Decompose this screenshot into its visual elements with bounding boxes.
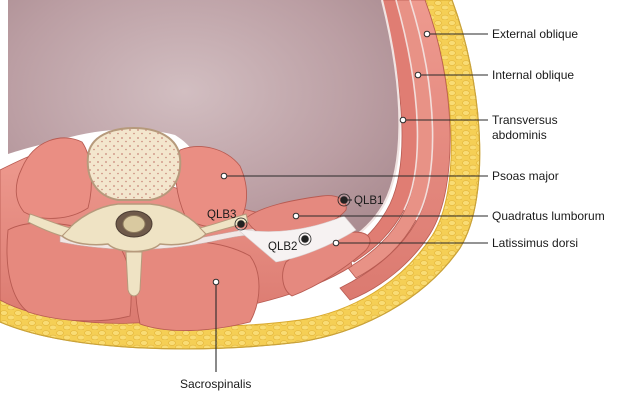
leader-dot-external-oblique [424,31,430,37]
label-transversus-line1: Transversus [492,113,558,127]
label-external-oblique: External oblique [492,27,578,41]
qlb3-label: QLB3 [207,209,236,221]
vertebral-body [88,128,181,200]
label-quadratus-lumborum: Quadratus lumborum [492,209,605,223]
label-transversus-line2: abdominis [492,128,547,142]
qlb1-label: QLB1 [354,195,383,207]
leader-dot-psoas [221,173,227,179]
spinous-process [126,252,142,296]
leader-dot-sacrospinalis [213,279,219,285]
label-psoas-major: Psoas major [492,169,559,183]
qlb2-label: QLB2 [268,241,297,253]
sacrospinalis-muscle-right [136,241,260,331]
leader-dot-quadratus [293,213,299,219]
psoas-major-muscle-left [16,138,91,219]
label-sacrospinalis: Sacrospinalis [180,377,251,391]
qlb2-marker [301,235,309,243]
leader-dot-latissimus [333,240,339,246]
leader-dot-transversus [400,117,406,123]
leader-dot-internal-oblique [415,72,421,78]
label-latissimus-dorsi: Latissimus dorsi [492,236,578,250]
spinal-cord [123,216,145,233]
label-internal-oblique: Internal oblique [492,68,574,82]
qlb3-marker [237,220,245,228]
qlb1-marker [340,196,348,204]
